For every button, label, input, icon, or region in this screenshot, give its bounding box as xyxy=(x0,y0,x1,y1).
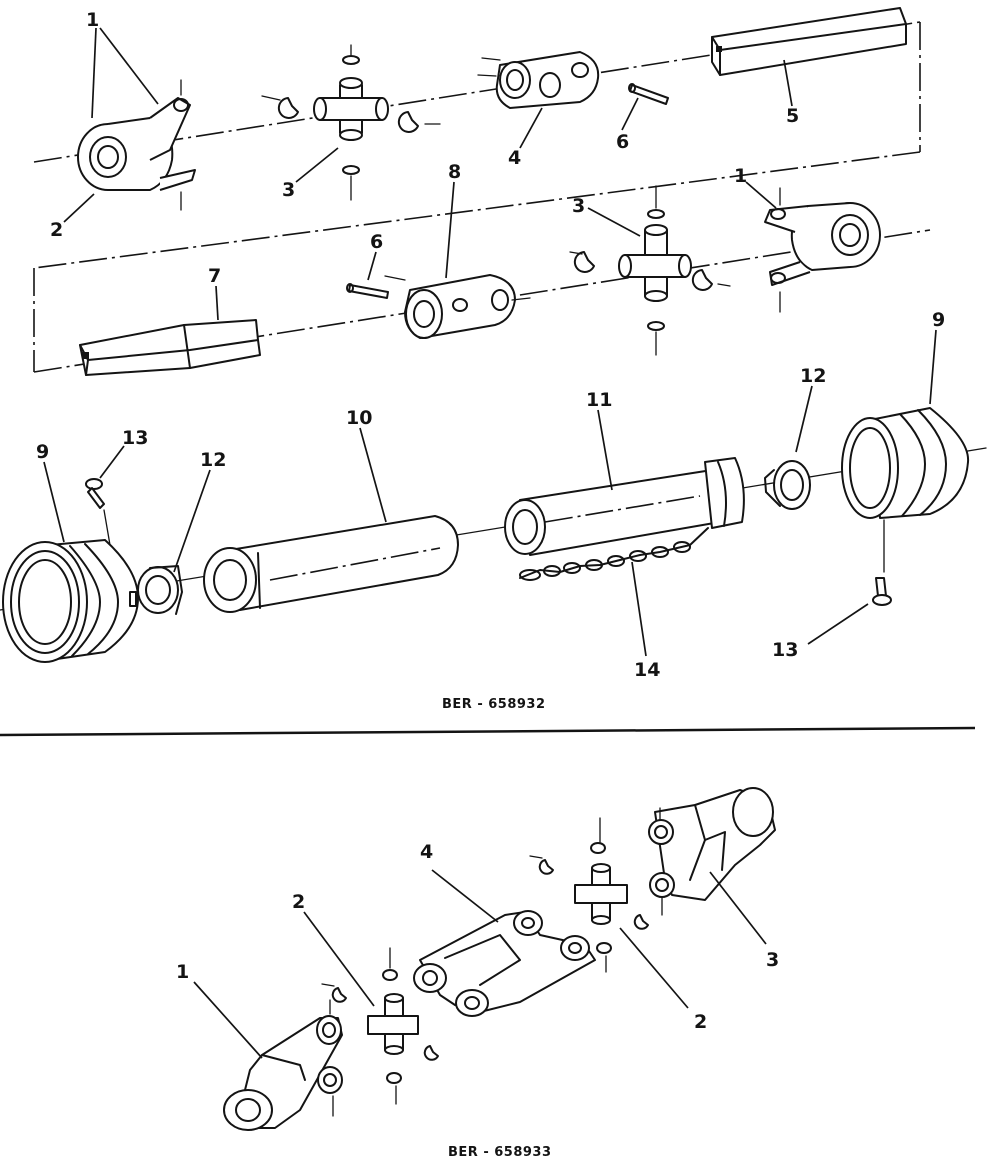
bottom-callouts: 1 2 4 2 3 xyxy=(176,841,779,1033)
yoke-outer-tube-lower xyxy=(384,274,531,339)
safety-chain xyxy=(519,527,709,581)
guard-outer-tube xyxy=(203,515,459,613)
callout-9: 9 xyxy=(932,309,945,331)
callout-14: 14 xyxy=(634,659,660,681)
yoke-inner-tube-upper xyxy=(477,51,600,109)
figure-caption-top: BER - 658932 xyxy=(442,697,546,712)
callout-10: 10 xyxy=(346,407,372,429)
bottom-leader-lines xyxy=(193,869,767,1059)
guard-cone-right xyxy=(841,407,970,573)
callout-2: 2 xyxy=(50,219,63,241)
top-callouts: 1 2 3 4 5 6 8 3 1 6 7 9 9 13 12 10 11 12… xyxy=(36,9,945,681)
bottom-yoke-left xyxy=(223,999,343,1131)
callout-13: 13 xyxy=(122,427,148,449)
outer-profile-tube xyxy=(79,319,261,376)
callout-6: 6 xyxy=(616,131,629,153)
cross-bearing-upper xyxy=(261,44,441,201)
guard-cone-left xyxy=(2,539,139,663)
top-leader-lines xyxy=(43,27,937,657)
screw-right xyxy=(872,577,892,606)
callout-4: 4 xyxy=(420,841,433,863)
inner-profile-tube xyxy=(711,7,907,76)
callout-4: 4 xyxy=(508,147,521,169)
bottom-exploded-assembly: 1 2 4 2 3 BER - 658933 xyxy=(176,787,779,1160)
callout-1: 1 xyxy=(176,961,189,983)
figure-divider xyxy=(0,726,976,737)
callout-6: 6 xyxy=(370,231,383,253)
callout-12: 12 xyxy=(200,449,226,471)
callout-9: 9 xyxy=(36,441,49,463)
callout-1: 1 xyxy=(734,165,747,187)
bottom-cross-left xyxy=(321,947,439,1105)
screw-left xyxy=(85,478,111,546)
yoke-right-upper xyxy=(764,187,881,313)
bearing-ring-left xyxy=(137,565,183,615)
callout-2: 2 xyxy=(694,1011,707,1033)
guard-inner-tube xyxy=(504,457,745,556)
bearing-ring-right xyxy=(764,460,811,510)
spring-pin-upper xyxy=(628,83,669,105)
bottom-cross-right xyxy=(529,817,649,973)
callout-11: 11 xyxy=(586,389,612,411)
callout-1: 1 xyxy=(86,9,99,31)
top-exploded-assembly: 1 2 3 4 5 6 8 3 1 6 7 9 9 13 12 10 11 12… xyxy=(0,7,987,712)
spring-pin-lower xyxy=(346,283,389,299)
yoke-left-upper xyxy=(77,79,196,211)
callout-3: 3 xyxy=(766,949,779,971)
bottom-yoke-right xyxy=(648,787,776,916)
callout-8: 8 xyxy=(448,161,461,183)
callout-2: 2 xyxy=(292,891,305,913)
callout-5: 5 xyxy=(786,105,799,127)
bottom-center-link xyxy=(413,910,596,1017)
cross-bearing-lower xyxy=(569,185,731,356)
callout-3: 3 xyxy=(282,179,295,201)
callout-13: 13 xyxy=(772,639,798,661)
callout-3: 3 xyxy=(572,195,585,217)
callout-7: 7 xyxy=(208,265,221,287)
callout-12: 12 xyxy=(800,365,826,387)
figure-caption-bottom: BER - 658933 xyxy=(448,1145,552,1160)
